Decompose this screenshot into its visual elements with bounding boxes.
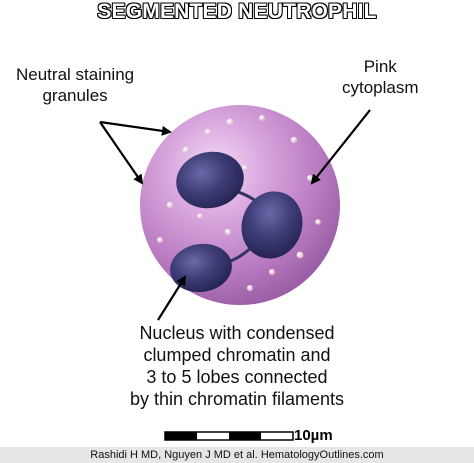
nucleus-lobe <box>241 191 303 259</box>
granule <box>315 219 321 225</box>
nucleus-lobe <box>176 151 244 209</box>
nucleus-label-line: Nucleus with condensed <box>139 323 335 343</box>
granule <box>290 136 298 144</box>
granule <box>296 251 304 259</box>
cytoplasm-label-line: cytoplasm <box>342 78 419 97</box>
granule <box>197 213 203 219</box>
nucleus-label: Nucleus with condensed clumped chromatin… <box>0 322 474 410</box>
granule <box>269 269 275 275</box>
granule <box>166 201 174 209</box>
granule <box>224 228 232 236</box>
diagram-title: SEGMENTED NEUTROPHIL <box>97 0 377 23</box>
granule <box>259 115 265 121</box>
granule <box>307 175 313 181</box>
granule <box>226 118 234 126</box>
scale-bar-label: 10µm <box>294 427 333 444</box>
annotation-arrows <box>99 109 371 321</box>
cytoplasm-label: Pink cytoplasm <box>342 56 419 98</box>
granule <box>247 285 253 291</box>
nucleus-label-line: clumped chromatin and <box>143 345 331 365</box>
granule <box>204 128 212 136</box>
granules-label-line: Neutral staining <box>16 65 135 84</box>
granule-arrow <box>99 120 172 136</box>
granule-arrow <box>99 121 144 185</box>
granules-label-line: granules <box>42 86 108 105</box>
cytoplasm-label-line: Pink <box>363 57 397 76</box>
nucleus-label-line: 3 to 5 lobes connected <box>146 367 328 387</box>
granule <box>242 165 248 171</box>
granule <box>182 146 190 154</box>
scale-bar <box>164 431 294 441</box>
granule <box>157 237 163 243</box>
granules-label: Neutral staining granules <box>16 64 134 106</box>
nucleus-arrow <box>157 275 187 321</box>
nucleus-label-line: by thin chromatin filaments <box>129 389 345 409</box>
credit-footer: Rashidi H MD, Nguyen J MD et al. Hematol… <box>0 447 474 463</box>
cytoplasm-arrow <box>310 109 371 185</box>
